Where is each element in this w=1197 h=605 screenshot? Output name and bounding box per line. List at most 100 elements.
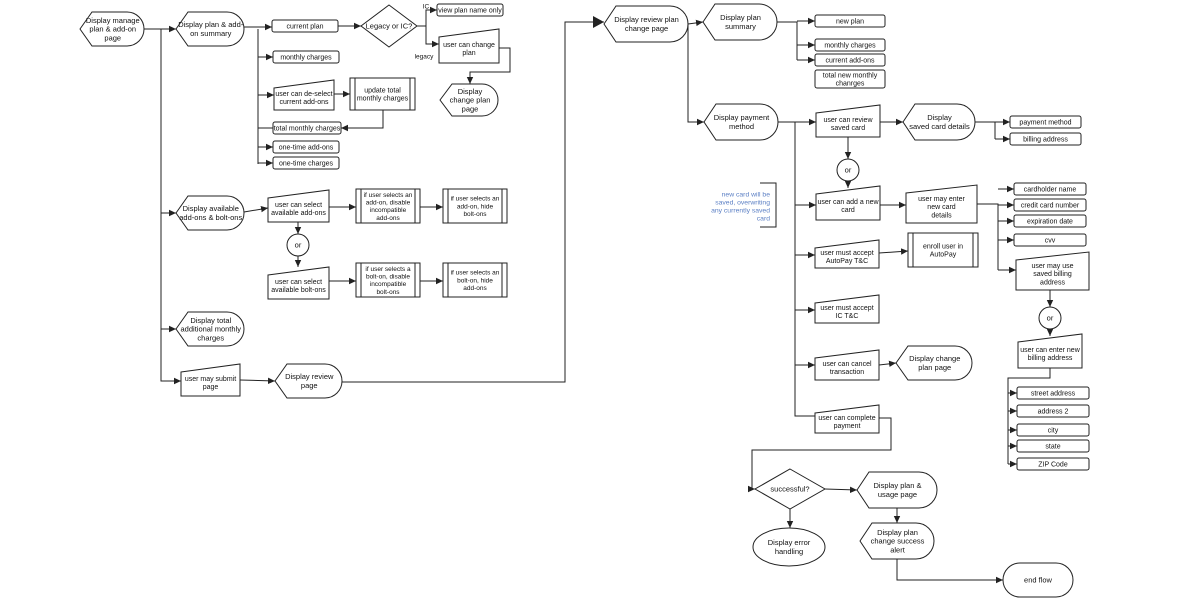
connector	[977, 203, 999, 270]
connector	[896, 559, 1003, 584]
one-time-charges-label: one-time charges	[279, 160, 334, 167]
successful-label: successful?	[770, 485, 809, 494]
cvv-label: cvv	[1045, 237, 1056, 244]
expiration-label: expiration date	[1027, 218, 1073, 225]
pm-item-label: payment method	[1019, 120, 1071, 127]
usage-node: Display plan &usage page	[856, 471, 938, 509]
address2-node: address 2	[1016, 404, 1090, 418]
or3-node: or	[1038, 306, 1062, 330]
connector	[975, 121, 996, 139]
connector	[778, 121, 815, 417]
or3-label: or	[1047, 314, 1054, 323]
current-addons-node: current add-ons	[814, 53, 886, 67]
usage-label: Display plan &usage page	[874, 481, 922, 499]
cardholder-node: cardholder name	[1013, 182, 1087, 196]
monthly-charges2-node: monthly charges	[814, 38, 886, 52]
connector	[342, 16, 604, 383]
cvv-node: cvv	[1013, 233, 1087, 247]
connector	[687, 24, 704, 126]
new-plan-node: new plan	[814, 14, 886, 28]
one-time-charges-node: one-time charges	[272, 156, 340, 170]
connector	[878, 360, 897, 367]
zip-label: ZIP Code	[1038, 461, 1068, 468]
view-plan-label: view plan name only	[438, 7, 502, 14]
one-time-addons-label: one-time add-ons	[279, 144, 334, 151]
connector	[824, 486, 858, 493]
summary-label: Display plan & add-on summary	[178, 20, 244, 38]
connector	[243, 205, 269, 213]
current-plan-node: current plan	[271, 19, 339, 33]
connector	[239, 377, 276, 384]
connector	[417, 6, 437, 27]
city-label: city	[1048, 427, 1059, 434]
expiration-node: expiration date	[1013, 214, 1087, 228]
or1-node: or	[286, 233, 310, 257]
ic-label: IC	[423, 3, 430, 10]
or2-node: or	[836, 158, 860, 182]
legacy-ic-node: Legacy or IC?	[360, 4, 418, 48]
or1-label: or	[295, 241, 302, 250]
city-node: city	[1016, 423, 1090, 437]
pm-item-node: payment method	[1009, 115, 1082, 129]
cc-number-label: credit card number	[1021, 202, 1080, 209]
total-monthly-node: total monthly charges	[272, 121, 342, 135]
legacy-ic-label: Legacy or IC?	[366, 22, 413, 31]
monthly-charges-label: monthly charges	[280, 55, 332, 62]
legacy-label: legacy	[415, 53, 435, 60]
cc-number-node: credit card number	[1013, 198, 1087, 212]
connector	[1007, 368, 1051, 464]
zip-node: ZIP Code	[1016, 457, 1090, 471]
